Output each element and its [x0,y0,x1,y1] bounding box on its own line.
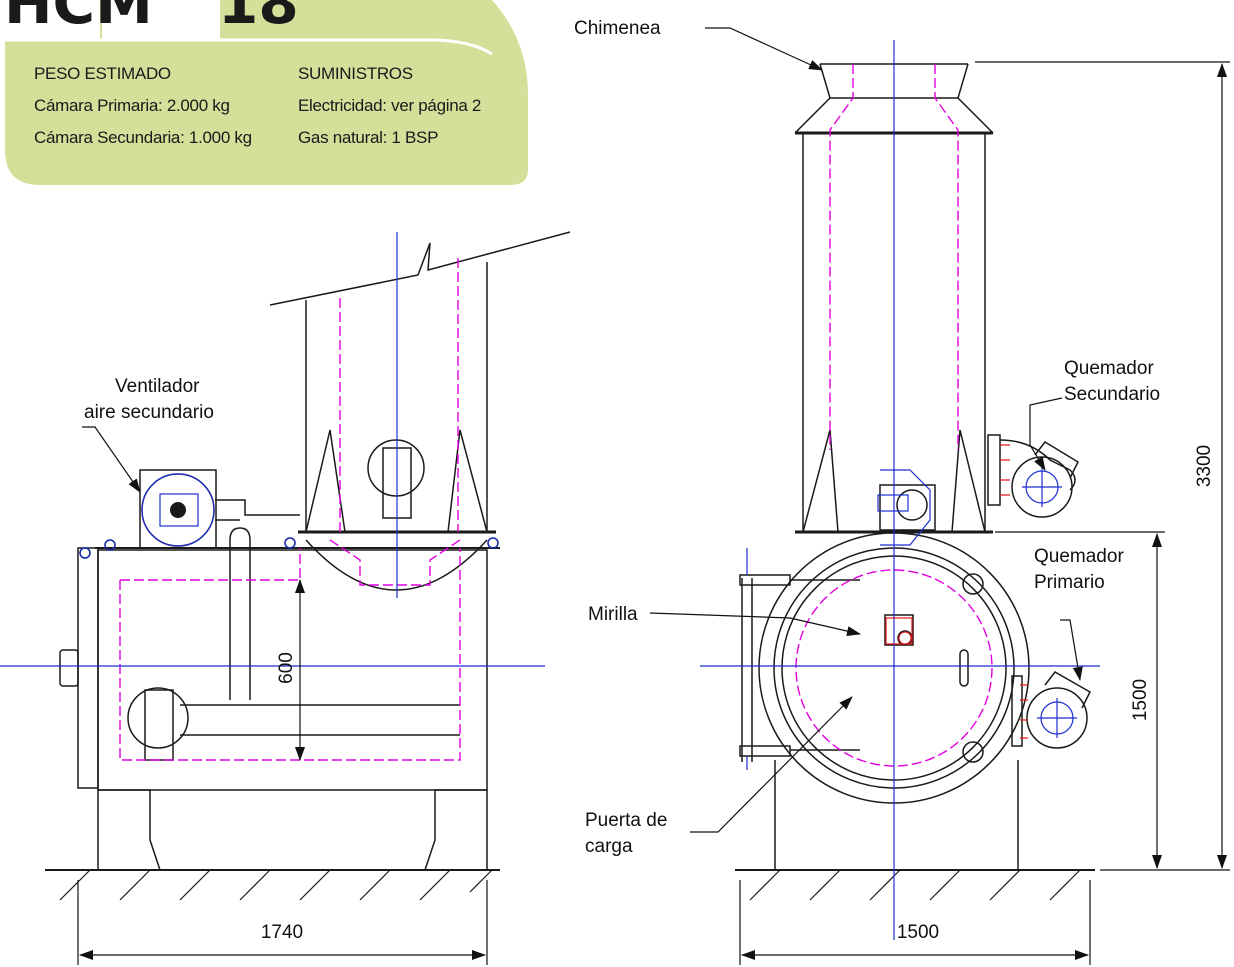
header-panel-shape [0,0,528,185]
dim-right-height-total: 3300 [1194,445,1215,487]
label-fan-line2: aire secundario [84,402,214,423]
right-blue-details [700,40,1100,940]
label-fan-line1: Ventilador [115,376,200,397]
right-red-details [885,444,1028,739]
dimension-lines [77,61,1230,965]
dim-right-height-lower: 1500 [1130,679,1151,721]
right-view [735,63,1095,901]
dim-left-height: 600 [276,652,297,684]
weight-primary: Cámara Primaria: 2.000 kg [34,96,230,115]
right-hidden-lines [795,64,993,767]
model-name: HCM [4,0,153,37]
supplies-heading: SUMINISTROS [298,64,413,83]
supplies-electricity: Electricidad: ver página 2 [298,96,482,115]
label-burner-secondary-line2: Secundario [1064,384,1160,405]
left-view [45,231,571,901]
dim-right-width: 1500 [897,922,939,943]
left-blue-details [0,232,545,667]
model-number: 18 [218,0,299,37]
label-chimney: Chimenea [574,18,661,39]
supplies-gas: Gas natural: 1 BSP [298,128,439,147]
weight-heading: PESO ESTIMADO [34,64,171,83]
label-loading-door-line1: Puerta de [585,810,667,831]
label-loading-door-line2: carga [585,836,633,857]
dim-left-width: 1740 [261,922,303,943]
left-hidden-lines [119,258,461,761]
weight-secondary: Cámara Secundaria: 1.000 kg [34,128,252,147]
fan-hub [170,502,186,518]
label-burner-primary-line2: Primario [1034,572,1105,593]
label-burner-secondary-line1: Quemador [1064,358,1154,379]
label-sight-glass: Mirilla [588,604,638,625]
label-burner-primary-line1: Quemador [1034,546,1124,567]
header-panel: HCM 18 PESO ESTIMADO Cámara Primaria: 2.… [0,0,540,190]
